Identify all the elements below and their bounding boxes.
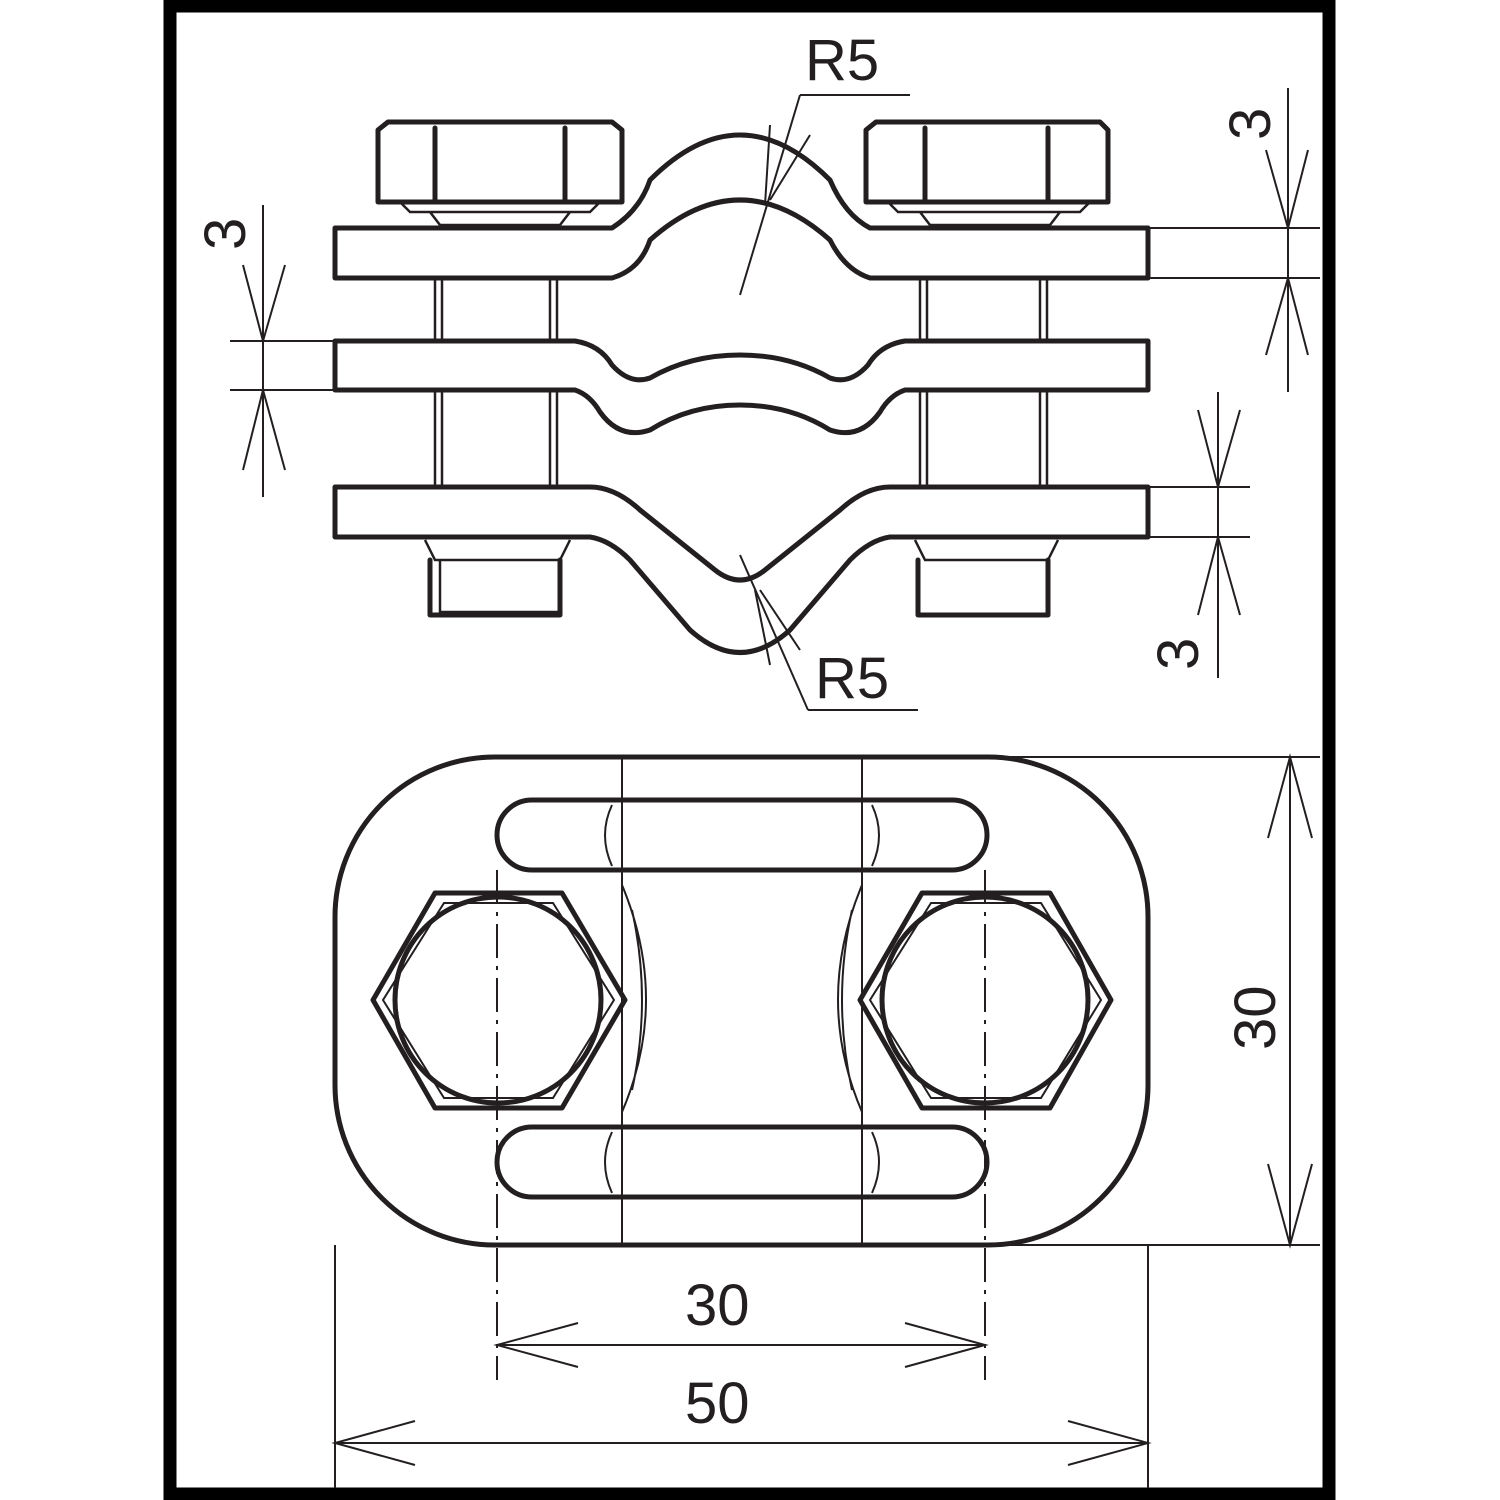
thickness-label-right-bottom: 3 [1146,638,1211,670]
thickness-dim-right-bottom: 3 [1146,392,1250,678]
side-view: R5 R5 3 3 3 [193,28,1320,711]
thickness-dim-left: 3 [193,205,335,497]
top-left-nut [375,119,625,227]
dimension-overall-height: 30 [1000,753,1320,1249]
thickness-dim-right-top: 3 [1148,88,1320,392]
dimension-overall-width: 50 [331,1245,1152,1488]
bottom-nuts [423,539,1060,618]
radius-label-top: R5 [805,28,879,93]
radius-leader-top: R5 [739,28,910,296]
base-plate-outline [332,754,1151,1248]
upper-slot [494,797,990,873]
top-view: 30 50 30 [331,753,1320,1488]
dimension-label-overall-height: 30 [1223,985,1288,1050]
top-right-nut [863,119,1111,227]
thickness-label-left: 3 [193,218,258,250]
middle-plate [332,338,1151,436]
bottom-plate [332,484,1151,655]
dimension-label-overall-width: 50 [685,1371,750,1436]
bolts [433,278,1049,487]
radius-leader-bottom: R5 [739,554,918,711]
dimension-bolt-spacing: 30 [493,1273,989,1368]
radius-label-bottom: R5 [815,646,889,711]
thickness-label-right-top: 3 [1218,108,1283,140]
dimension-label-bolt-spacing: 30 [685,1273,750,1338]
